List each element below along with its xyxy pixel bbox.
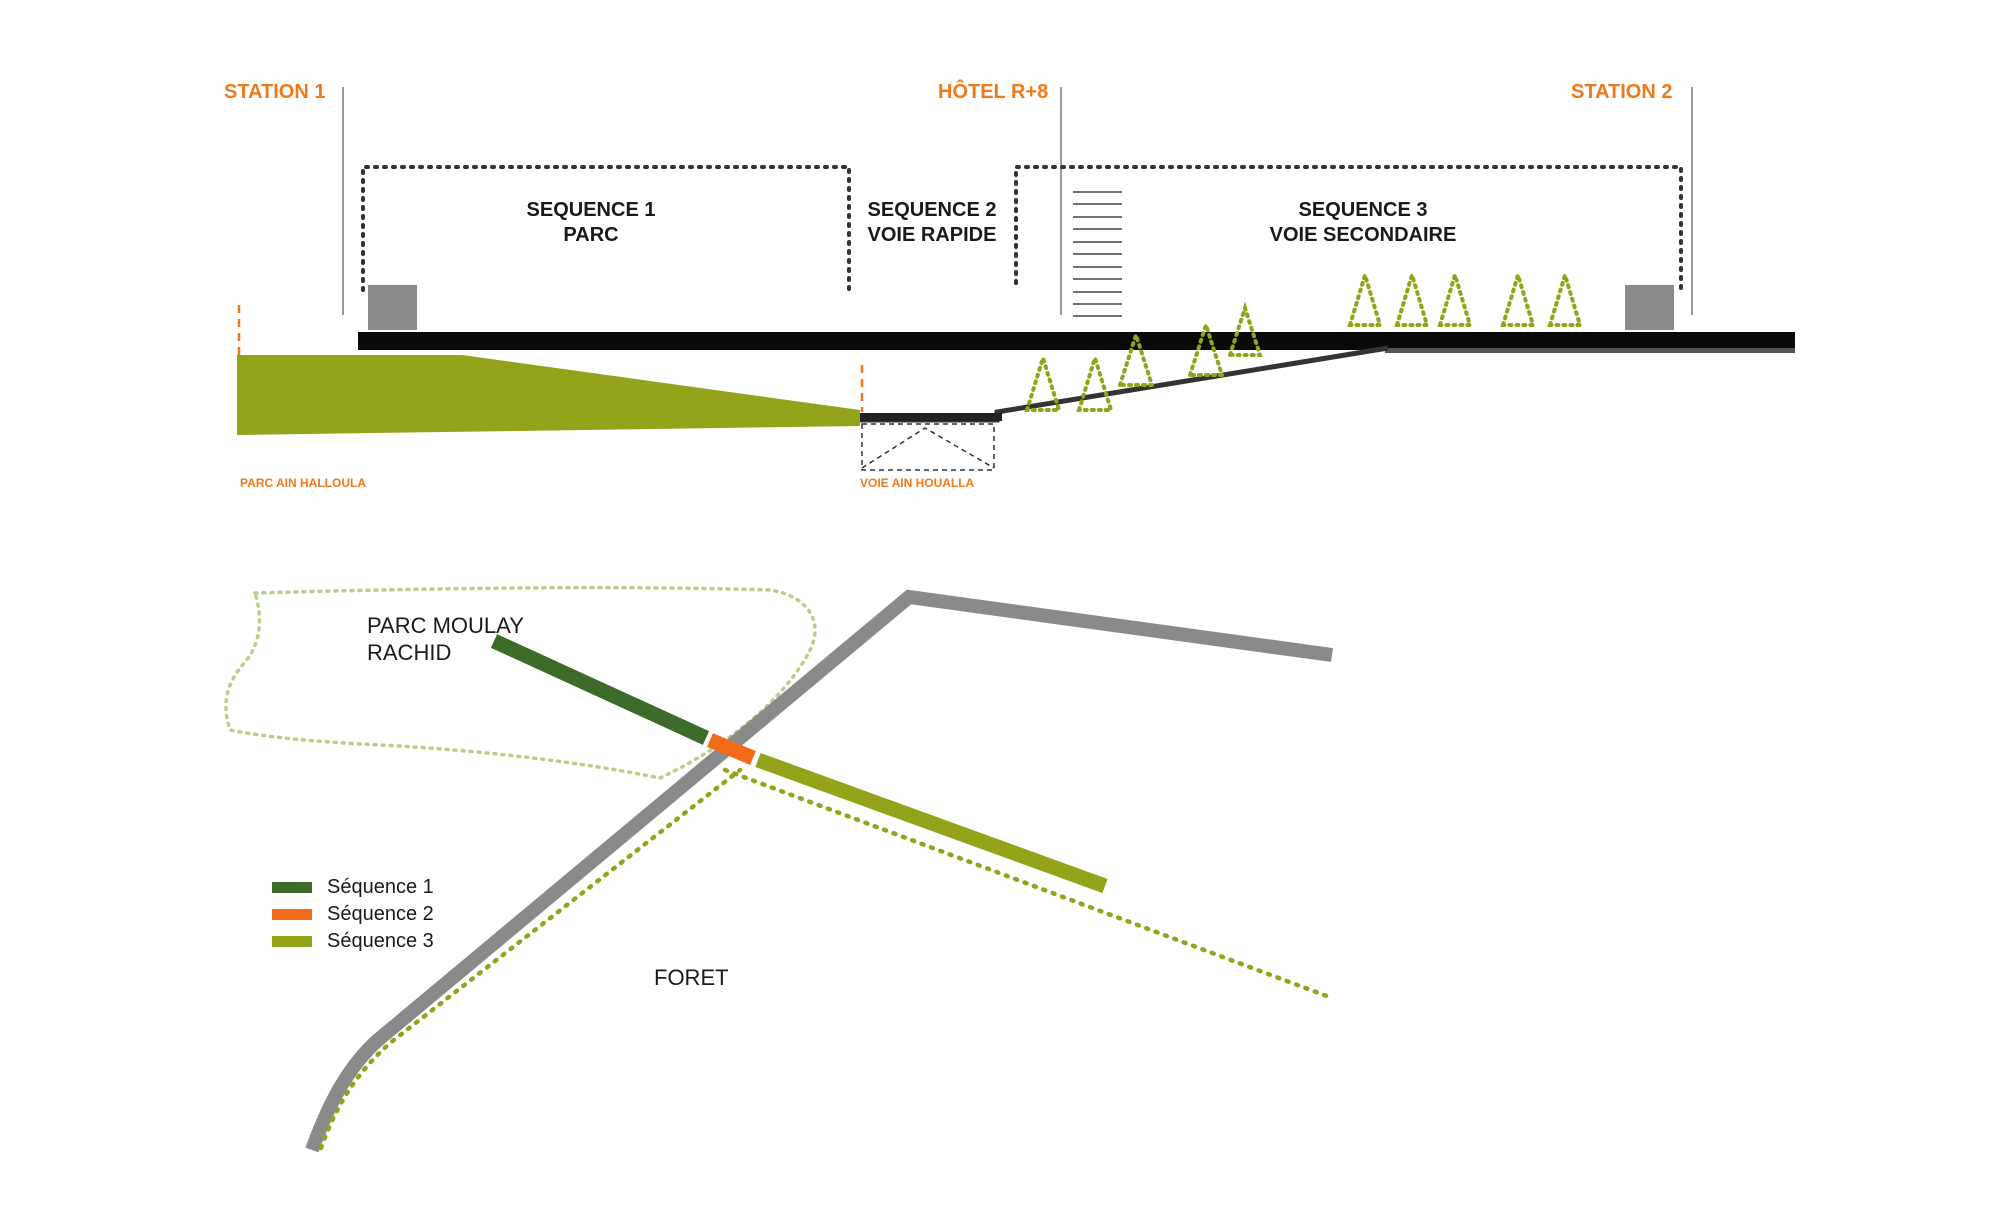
sequence3-bracket: [1014, 165, 1683, 292]
park-name-line2: RACHID: [367, 640, 451, 665]
tree-icon: [1117, 328, 1155, 387]
station2-label: STATION 2: [1571, 81, 1672, 103]
legend-label-sequence2: Séquence 2: [327, 903, 434, 925]
sequence1-subtitle: PARC: [563, 224, 618, 246]
forest-path-dotted: [318, 767, 743, 1151]
legend-swatch-sequence2: [272, 909, 312, 920]
park-boundary: [224, 585, 817, 780]
tree-icon: [1394, 268, 1430, 327]
legend: Séquence 1 Séquence 2 Séquence 3: [272, 876, 434, 952]
sequence3-title: SEQUENCE 3: [1299, 199, 1428, 221]
sequence2-subtitle: VOIE RAPIDE: [868, 224, 997, 246]
secondary-path-dotted: [722, 767, 1335, 1001]
tree-icon: [1187, 318, 1225, 377]
legend-item-sequence1: Séquence 1: [272, 876, 434, 898]
park-green-wedge: [237, 355, 860, 435]
sequence3-segment: [755, 752, 1108, 894]
tree-icon: [1437, 268, 1473, 327]
tunnel-box: [861, 423, 995, 471]
legend-label-sequence1: Séquence 1: [327, 876, 434, 898]
tree-icons: [1024, 268, 1583, 412]
park-name-line1: PARC MOULAY: [367, 613, 524, 638]
road-ground-label: VOIE AIN HOUALLA: [860, 476, 975, 490]
road-surface: [858, 413, 1002, 421]
tree-icon: [1227, 301, 1263, 357]
tree-icon: [1547, 268, 1583, 327]
sequence1-title: SEQUENCE 1: [527, 199, 656, 221]
plan-view: PARC MOULAY RACHID FORET: [224, 585, 1335, 1153]
sequence1-segment: [490, 634, 710, 745]
deck-slab-underside: [1385, 348, 1795, 353]
legend-item-sequence2: Séquence 2: [272, 903, 434, 925]
sequence2-title: SEQUENCE 2: [868, 199, 997, 221]
legend-label-sequence3: Séquence 3: [327, 930, 434, 952]
legend-swatch-sequence1: [272, 882, 312, 893]
sequence1-bracket: [361, 165, 851, 292]
main-road: [305, 589, 1333, 1153]
legend-swatch-sequence3: [272, 936, 312, 947]
sequence3-subtitle: VOIE SECONDAIRE: [1270, 224, 1457, 246]
station1-label: STATION 1: [224, 81, 325, 103]
deck-slab: [358, 332, 1795, 350]
section-view: STATION 1 HÔTEL R+8 STATION 2 SEQUENCE 1…: [224, 79, 1795, 490]
tree-icon: [1076, 351, 1114, 412]
hotel-label: HÔTEL R+8: [938, 79, 1048, 103]
tree-icon: [1500, 268, 1536, 327]
tree-icon: [1347, 268, 1383, 327]
station1-block: [368, 285, 417, 330]
park-ground-label: PARC AIN HALLOULA: [240, 476, 366, 490]
legend-item-sequence3: Séquence 3: [272, 930, 434, 952]
station2-block: [1625, 285, 1674, 330]
forest-label: FORET: [654, 965, 729, 990]
sequence2-segment: [707, 733, 756, 765]
stairs-icon: [1073, 191, 1122, 317]
tree-icon: [1024, 351, 1062, 412]
